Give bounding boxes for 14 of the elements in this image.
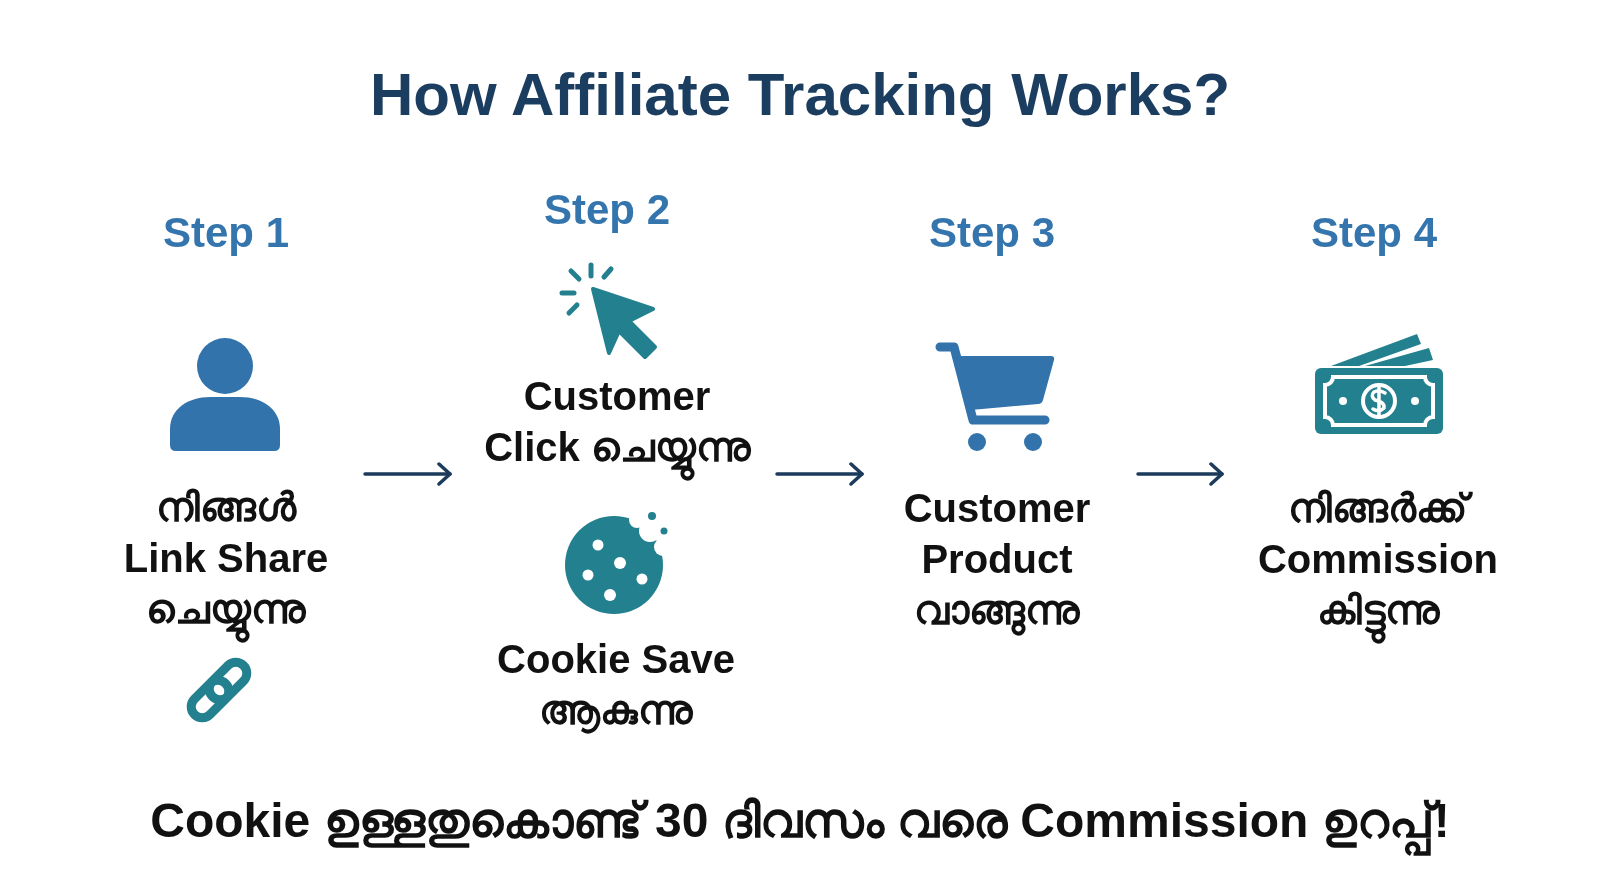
caption: Cookie ഉള്ളതുകൊണ്ട് 30 ദിവസം വരെ Commission ഉറപ്പ്! [146,785,1454,867]
arrow [775,462,864,486]
step-text: നിങ്ങൾ Link Share ചെയ്യുന്നു [119,476,333,651]
step-text: നിങ്ങർക്ക് Commission കിട്ടുന്നു [1254,477,1502,652]
step-text: Customer Product വാങ്ങുന്നു [899,477,1095,652]
step-heading: Step 1 [163,208,289,258]
step-text: Customer Click ചെയ്യുന്നു [480,365,754,489]
step-heading: Step 2 [544,185,670,235]
arrow [363,462,452,486]
title: How Affiliate Tracking Works? [369,60,1231,130]
step-heading: Step 4 [1311,208,1437,258]
step-text: Cookie Save ആകുന്നു [496,636,736,736]
arrow [1136,462,1224,486]
step-heading: Step 3 [929,208,1055,258]
